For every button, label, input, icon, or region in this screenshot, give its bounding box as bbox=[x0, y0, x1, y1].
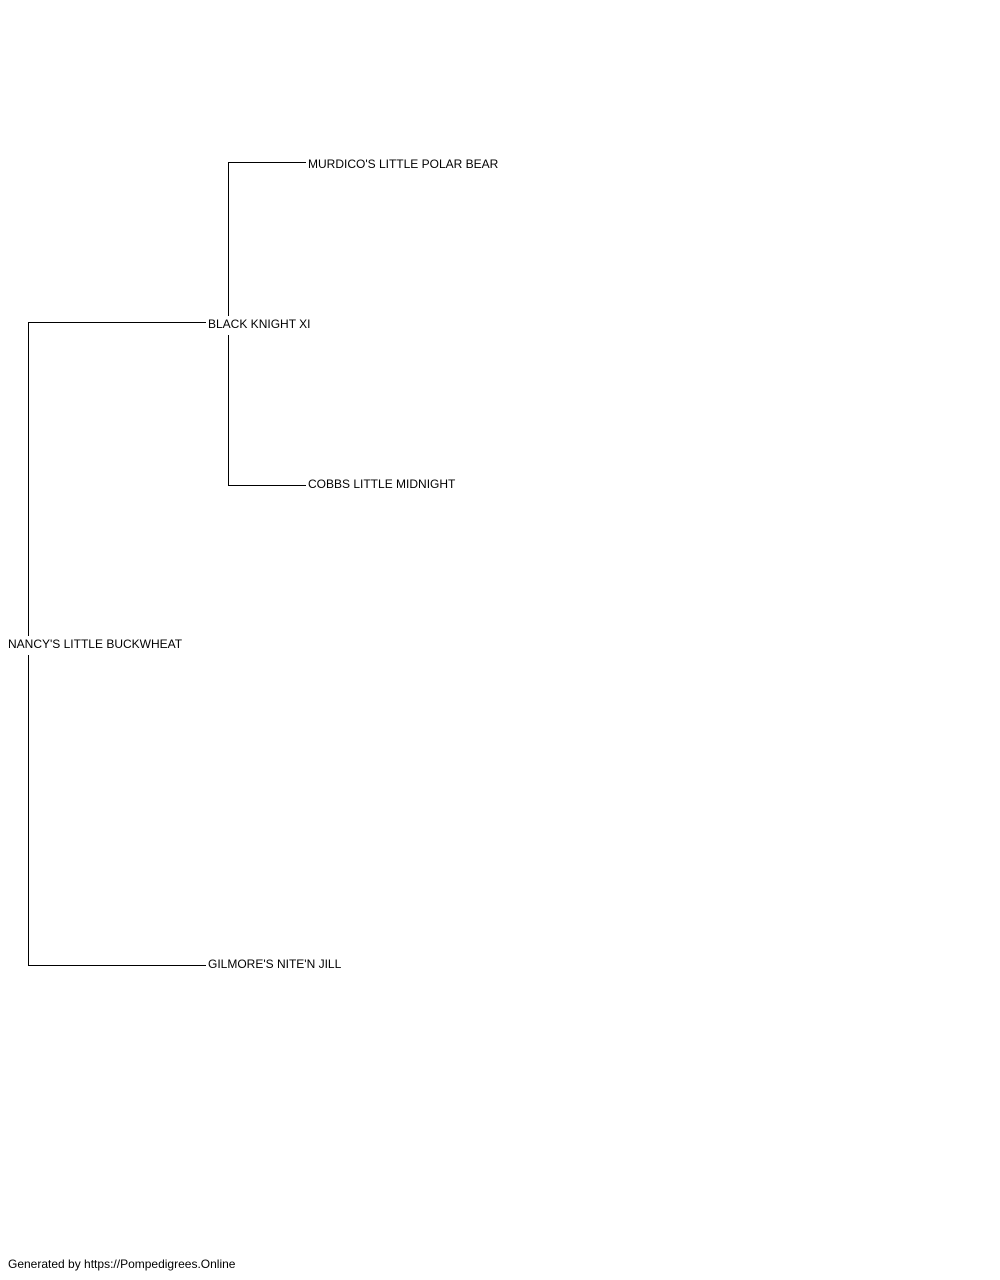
sire-dam-name: COBBS LITTLE MIDNIGHT bbox=[308, 477, 456, 491]
generated-by-footer: Generated by https://Pompedigrees.Online bbox=[8, 1257, 236, 1271]
sire-name: BLACK KNIGHT XI bbox=[208, 317, 311, 331]
subject-name: NANCY'S LITTLE BUCKWHEAT bbox=[8, 637, 183, 651]
dam-name: GILMORE'S NITE'N JILL bbox=[208, 957, 342, 971]
sire-sire-name: MURDICO'S LITTLE POLAR BEAR bbox=[308, 157, 499, 171]
